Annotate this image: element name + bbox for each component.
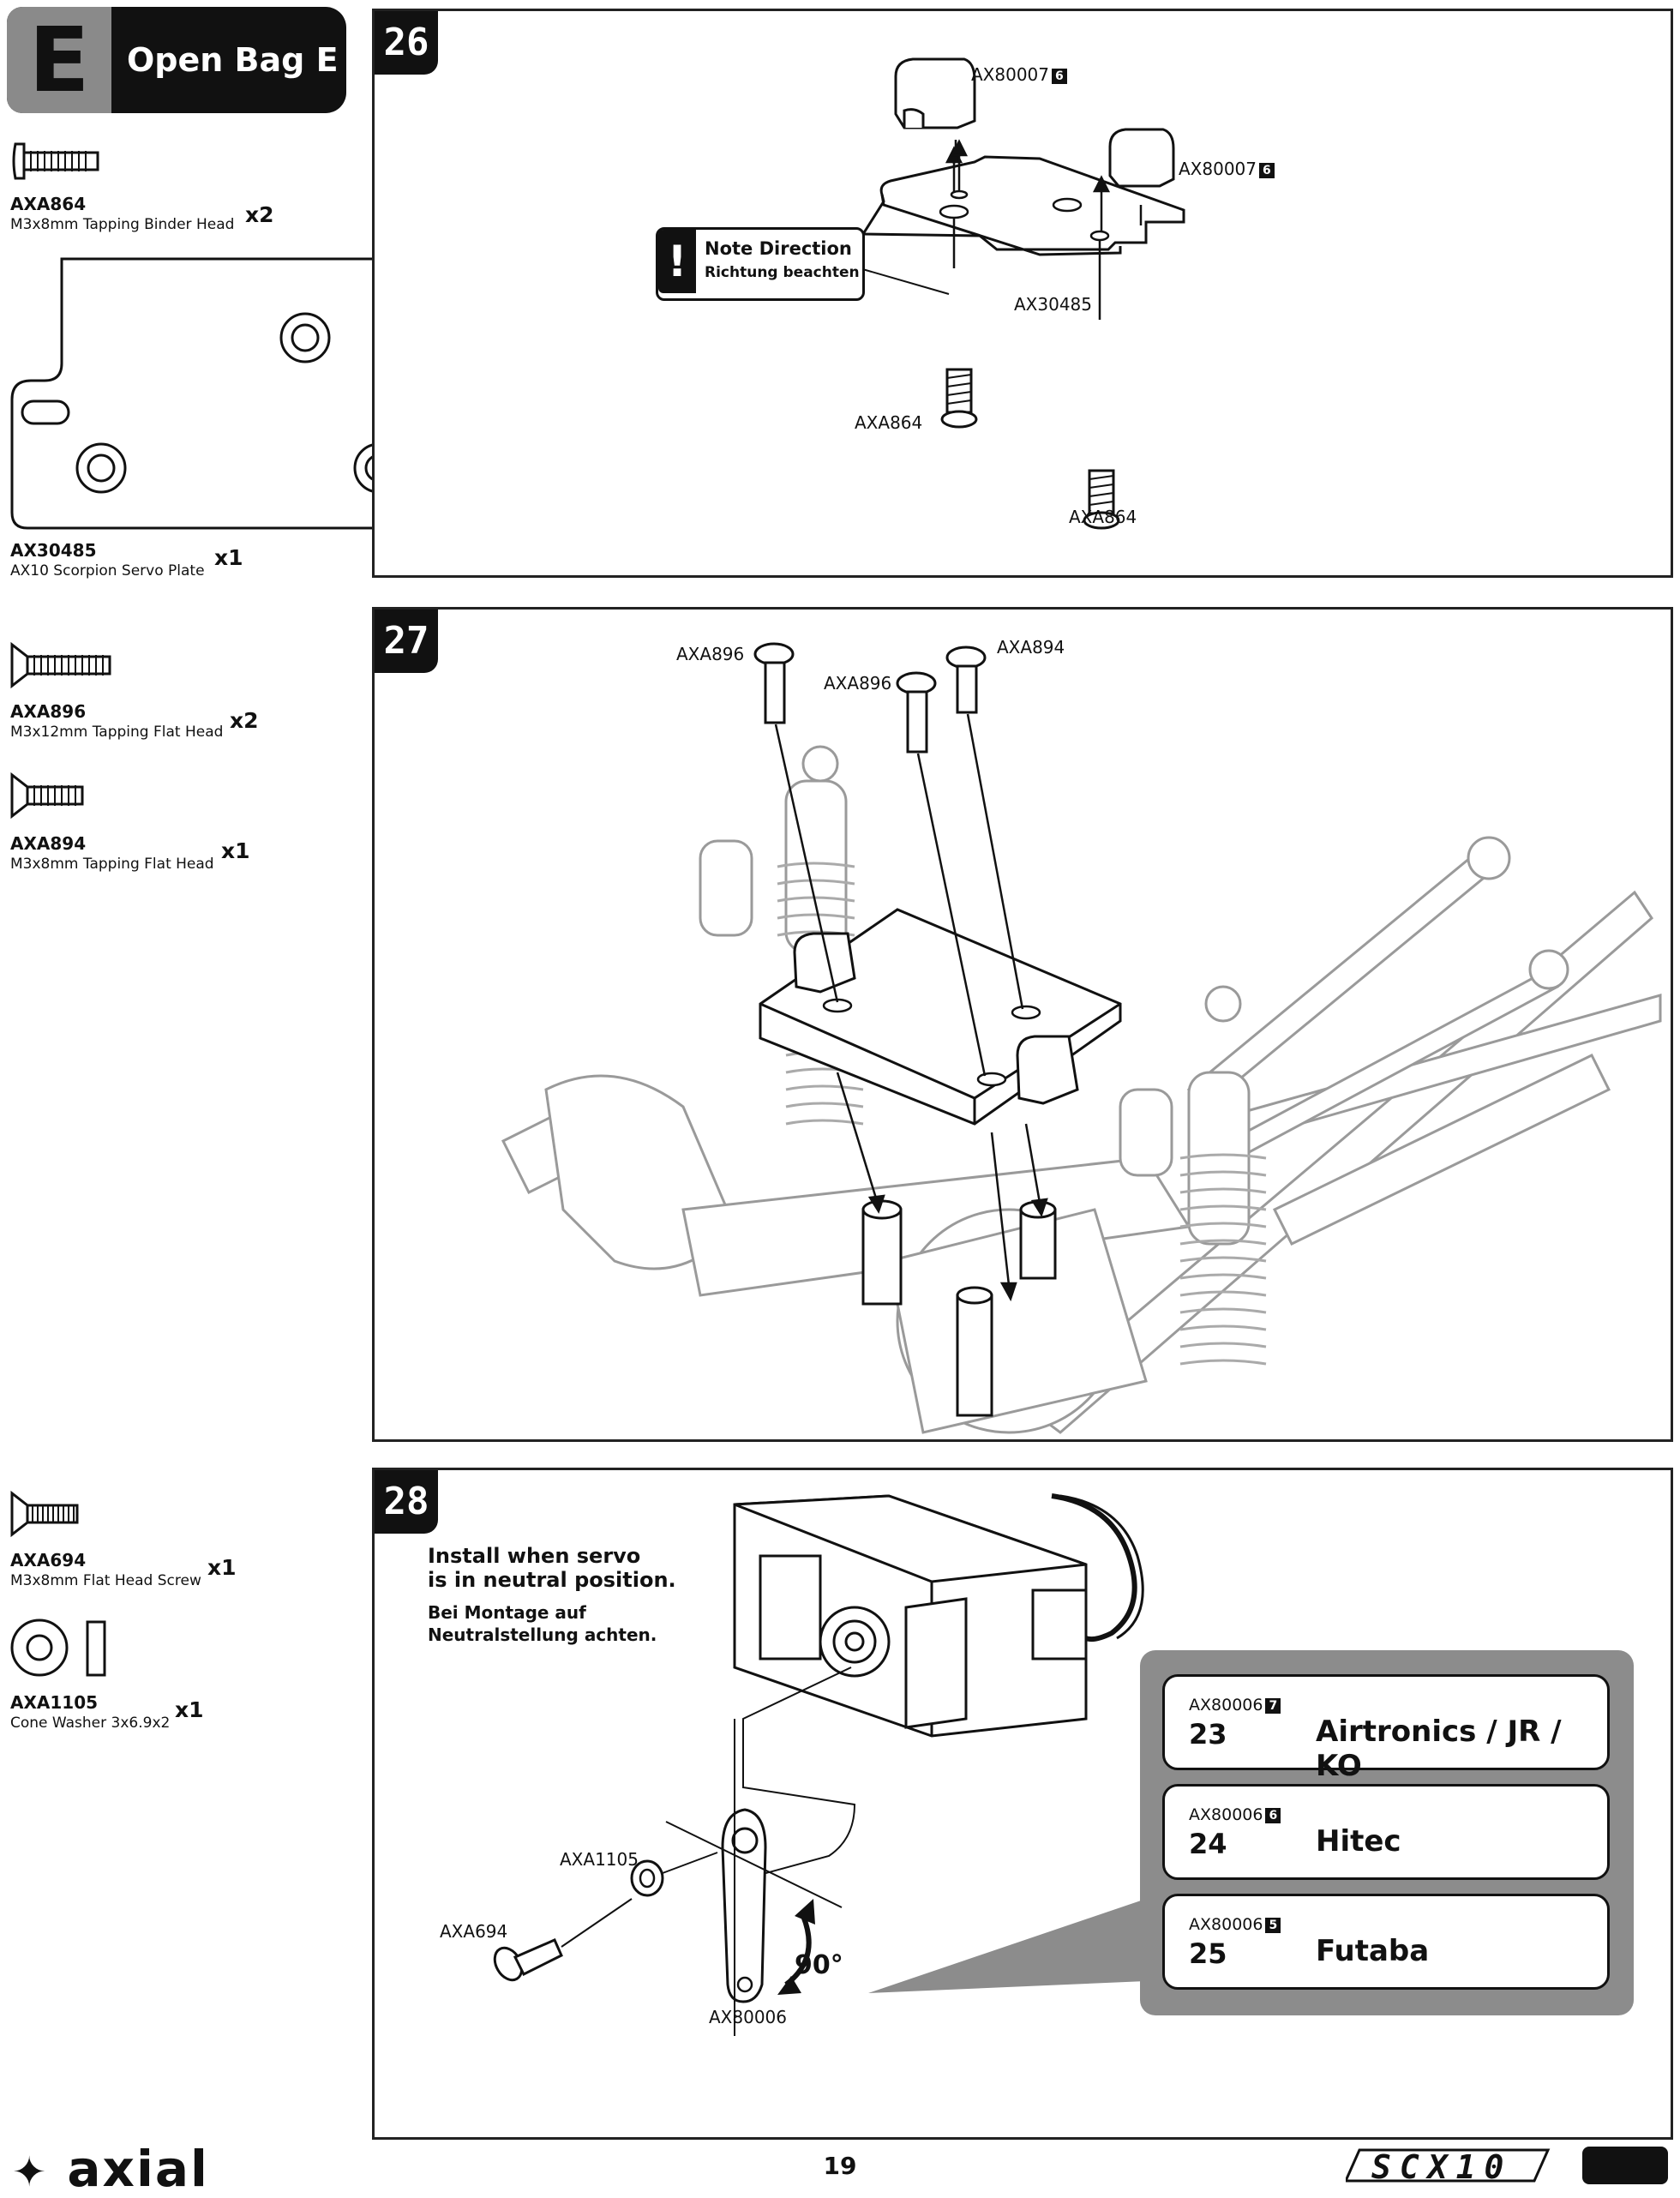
note-line-2: Richtung beachten [705,264,860,281]
servo-horn-number: 25 [1189,1937,1227,1970]
bag-letter: E [7,7,111,113]
axial-logo: ✦ axial [12,2140,209,2198]
label-axa1105: AXA1105 [560,1849,639,1870]
part-desc-axa896: M3x12mm Tapping Flat Head [10,724,224,741]
label-axa864-a: AXA864 [855,412,923,433]
part-code-axa896: AXA896 [10,701,87,722]
servo-horn-number: 24 [1189,1828,1227,1860]
part-code-axa1105: AXA1105 [10,1692,99,1713]
axial-mark-icon: ✦ [12,2148,49,2196]
step-26-panel: 26 [372,9,1673,578]
flat-head-screw-icon [10,641,111,689]
part-qty-axa896: x2 [230,708,259,733]
step-number: 28 [375,1470,438,1534]
page-number: 19 [823,2152,857,2180]
part-qty-axa1105: x1 [175,1697,204,1722]
step-number: 26 [375,11,438,75]
part-code-axa694: AXA694 [10,1550,87,1570]
servo-brand: Airtronics / JR / KO [1316,1715,1562,1783]
part-qty-axa694: x1 [207,1555,237,1580]
chassis-install-diagram [501,642,1662,1434]
instruction-en-line-2: is in neutral position. [428,1568,676,1592]
part-desc-axa864: M3x8mm Tapping Binder Head [10,216,235,233]
servo-horn-install-diagram [493,1493,1146,2036]
part-desc-axa1105: Cone Washer 3x6.9x2 [10,1715,171,1732]
step-number: 27 [375,610,438,673]
servo-brand: Hitec [1316,1824,1401,1859]
label-axa896-b: AXA896 [824,673,892,694]
part-desc-axa894: M3x8mm Tapping Flat Head [10,856,214,873]
exclamation-icon: ! [658,230,696,293]
label-axa694: AXA694 [440,1921,508,1942]
scx10-logo: SCX10 [1346,2143,1671,2188]
part-qty-axa894: x1 [221,838,250,863]
bag-title: Open Bag E [127,41,339,79]
instruction-de-line-1: Bei Montage auf [428,1602,586,1623]
servo-horn-number: 23 [1189,1718,1227,1751]
label-axa864-b: AXA864 [1069,507,1137,527]
servo-brand: Futaba [1316,1934,1430,1968]
part-code-axa864: AXA864 [10,194,87,214]
servo-plate-assembly-diagram [859,57,1185,530]
note-line-1: Note Direction [705,238,852,259]
angle-label: 90° [795,1950,843,1980]
part-code-ax30485: AX30485 [10,540,97,561]
step-27-panel: 27 [372,607,1673,1442]
part-desc-ax30485: AX10 Scorpion Servo Plate [10,562,205,580]
flat-head-screw-icon [10,772,84,820]
bag-header: E Open Bag E [7,7,346,113]
cone-washer-icon [10,1618,106,1677]
machine-screw-icon [10,1490,79,1538]
instruction-de-line-2: Neutralstellung achten. [428,1624,657,1645]
scx10-logo-shape [1346,2147,1668,2184]
label-ax30485: AX30485 [1014,294,1093,315]
instruction-en-line-1: Install when servo [428,1544,641,1568]
label-ax80006: AX80006 [709,2007,788,2027]
binder-head-screw-icon [12,142,99,180]
part-desc-axa694: M3x8mm Flat Head Screw [10,1572,201,1589]
note-direction-callout: ! Note Direction Richtung beachten [656,227,865,301]
part-qty-axa864: x2 [245,202,274,227]
part-qty-ax30485: x1 [214,545,243,570]
label-axa894: AXA894 [997,637,1065,658]
label-axa896-a: AXA896 [676,644,745,664]
part-code-axa894: AXA894 [10,833,87,854]
